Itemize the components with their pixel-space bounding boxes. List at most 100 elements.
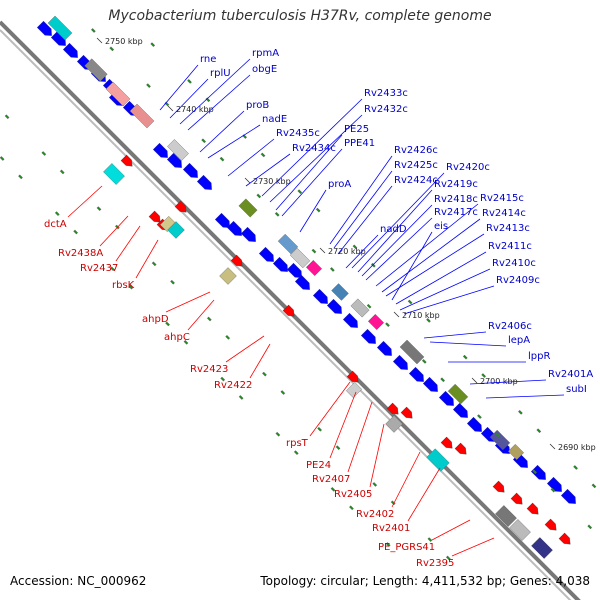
- gc-skew-mark: [591, 483, 597, 489]
- forward-feature-block: [84, 58, 108, 82]
- gc-skew-mark: [73, 229, 79, 235]
- backbone-line: [0, 20, 581, 600]
- kbp-tick-mark: [244, 177, 251, 184]
- forward-gene-label: rplU: [210, 68, 231, 79]
- forward-gene-label: lppR: [528, 351, 550, 362]
- forward-gene-arrow: [272, 256, 288, 272]
- gc-skew-mark: [427, 537, 433, 543]
- gc-skew-mark: [297, 189, 303, 195]
- gc-skew-mark: [407, 299, 413, 305]
- reverse-gene-arrow: [544, 518, 557, 531]
- gc-skew-mark: [293, 450, 299, 456]
- gc-skew-mark: [256, 193, 262, 199]
- forward-leader-line: [281, 148, 343, 217]
- forward-gene-label: subI: [566, 384, 587, 395]
- forward-leader-line: [159, 64, 199, 111]
- reverse-feature-block: [167, 221, 185, 239]
- reverse-gene-arrow: [454, 442, 467, 455]
- forward-gene-label: Rv2415c: [480, 193, 524, 204]
- reverse-feature-block: [103, 163, 125, 185]
- forward-feature-block: [105, 81, 131, 107]
- forward-leader-line: [299, 189, 327, 233]
- forward-gene-arrow: [466, 416, 482, 432]
- gc-skew-mark: [4, 114, 10, 120]
- forward-feature-block: [399, 339, 425, 365]
- reverse-feature-block: [385, 415, 403, 433]
- reverse-leader-line: [451, 537, 495, 557]
- reverse-feature-block: [495, 505, 517, 527]
- gc-skew-mark: [54, 211, 60, 217]
- forward-gene-label: Rv2410c: [492, 258, 536, 269]
- reverse-leader-line: [187, 299, 215, 331]
- reverse-leader-line: [67, 185, 103, 218]
- gc-skew-mark: [440, 377, 446, 383]
- forward-gene-label: Rv2424c: [394, 175, 438, 186]
- kbp-tick-label: 2750 kbp: [105, 37, 143, 46]
- forward-gene-label: Rv2411c: [488, 241, 532, 252]
- gc-skew-mark: [238, 395, 244, 400]
- forward-feature-block: [507, 443, 525, 461]
- gc-skew-mark: [335, 445, 341, 451]
- forward-feature-block: [489, 429, 511, 451]
- gc-skew-mark: [421, 359, 427, 364]
- forward-gene-arrow: [312, 288, 328, 304]
- reverse-gene-label: ahpD: [142, 314, 169, 325]
- kbp-tick-label: 2710 kbp: [402, 311, 440, 320]
- forward-gene-label: Rv2433c: [364, 88, 408, 99]
- kbp-tick-label: 2700 kbp: [480, 377, 518, 386]
- gc-skew-mark: [477, 414, 482, 419]
- forward-gene-arrow: [196, 174, 212, 190]
- forward-leader-line: [381, 218, 481, 293]
- gc-skew-mark: [587, 524, 593, 530]
- forward-leader-line: [399, 268, 491, 311]
- gc-skew-mark: [349, 505, 354, 511]
- backbone-inner-line: [0, 29, 572, 600]
- kbp-tick-label: 2690 kbp: [558, 443, 596, 452]
- gc-skew-mark: [536, 428, 542, 434]
- gc-skew-mark: [274, 211, 280, 217]
- gc-skew-mark: [0, 156, 5, 161]
- forward-gene-label: Rv2413c: [486, 223, 530, 234]
- forward-gene-label: Rv2418c: [434, 194, 478, 205]
- gc-skew-mark: [18, 174, 23, 180]
- forward-gene-label: Rv2417c: [434, 207, 478, 218]
- forward-leader-line: [403, 285, 495, 315]
- reverse-gene-arrow: [174, 200, 187, 213]
- forward-gene-label: proA: [328, 179, 351, 190]
- forward-gene-label: PPE41: [344, 138, 375, 149]
- reverse-gene-arrow: [400, 406, 413, 419]
- forward-gene-label: PE25: [344, 124, 369, 135]
- reverse-feature-block: [219, 267, 237, 285]
- forward-gene-arrow: [286, 262, 302, 278]
- kbp-tick-mark: [96, 37, 103, 44]
- kbp-tick-mark: [549, 443, 556, 450]
- forward-leader-line: [269, 114, 363, 203]
- forward-gene-label: Rv2420c: [446, 162, 490, 173]
- forward-gene-arrow: [258, 246, 274, 262]
- gc-skew-mark: [280, 390, 286, 395]
- forward-leader-line: [357, 189, 433, 273]
- reverse-leader-line: [99, 215, 129, 247]
- forward-gene-arrow: [214, 212, 230, 228]
- reverse-gene-label: dctA: [44, 219, 67, 230]
- forward-feature-block: [305, 259, 323, 277]
- map-title: Mycobacterium tuberculosis H37Rv, comple…: [108, 8, 492, 24]
- forward-gene-arrow: [392, 354, 408, 370]
- gc-skew-mark: [183, 339, 189, 345]
- reverse-leader-line: [115, 225, 141, 262]
- reverse-gene-label: Rv2401: [372, 523, 410, 534]
- reverse-gene-label: Rv2407: [312, 474, 350, 485]
- forward-leader-line: [245, 153, 291, 187]
- forward-gene-arrow: [62, 42, 78, 58]
- forward-feature-block: [47, 15, 73, 41]
- gc-skew-mark: [128, 284, 134, 290]
- reverse-gene-label: rbsK: [112, 280, 135, 291]
- reverse-gene-label: Rv2405: [334, 489, 372, 500]
- gc-skew-mark: [170, 279, 175, 285]
- forward-leader-line: [179, 58, 251, 125]
- forward-feature-block: [238, 198, 258, 218]
- forward-gene-label: obgE: [252, 64, 277, 75]
- forward-gene-label: Rv2419c: [434, 179, 478, 190]
- forward-gene-label: eis: [434, 221, 448, 232]
